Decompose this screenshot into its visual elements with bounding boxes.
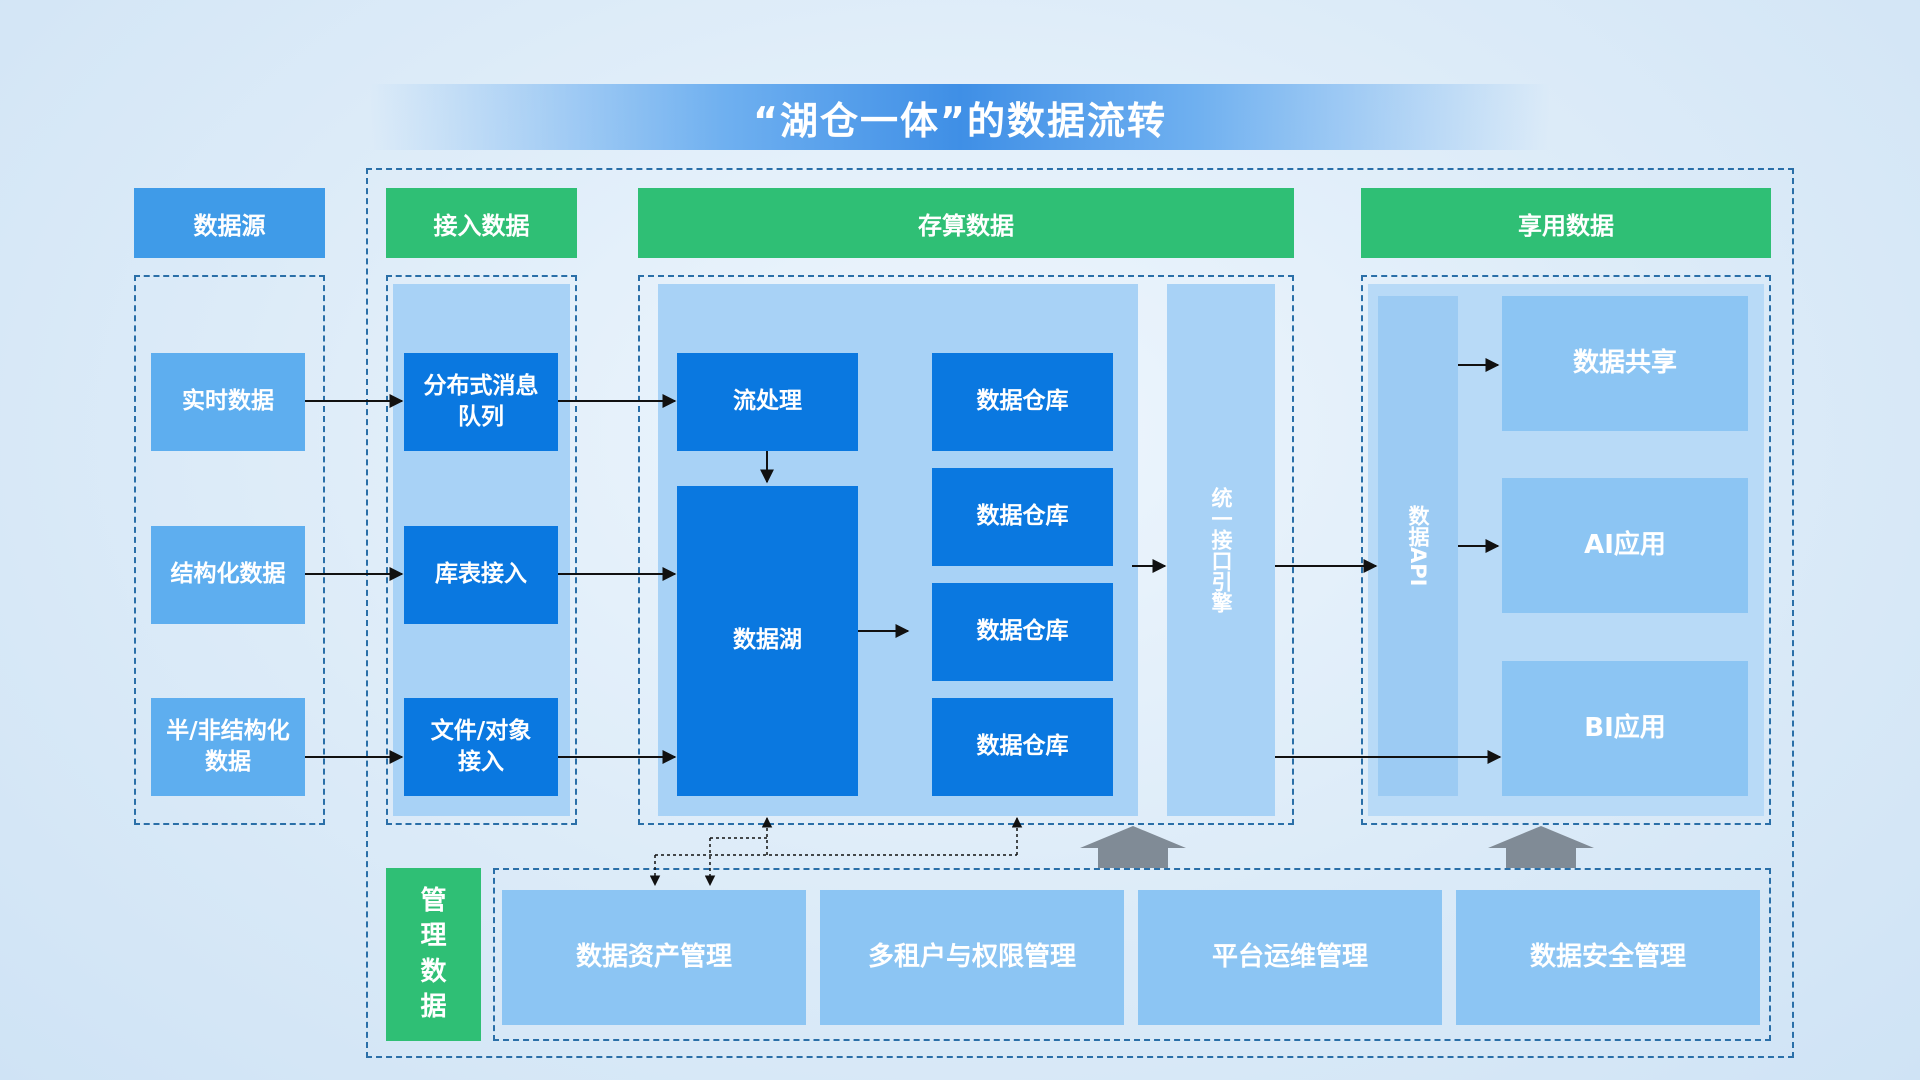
- header-manage: 管理数据: [386, 868, 481, 1041]
- source-realtime: 实时数据: [151, 353, 305, 451]
- ingest-message-queue: 分布式消息队列: [404, 353, 558, 451]
- source-structured: 结构化数据: [151, 526, 305, 624]
- header-consume: 享用数据: [1361, 188, 1771, 258]
- source-semi-structured: 半/非结构化数据: [151, 698, 305, 796]
- consume-frame: [1361, 275, 1771, 825]
- source-frame: [134, 275, 325, 825]
- mgmt-platform-ops: 平台运维管理: [1138, 890, 1442, 1025]
- header-ingest: 接入数据: [386, 188, 577, 258]
- header-source: 数据源: [134, 188, 325, 258]
- mgmt-data-security: 数据安全管理: [1456, 890, 1760, 1025]
- outer-frame: [366, 168, 1794, 1058]
- header-storage: 存算数据: [638, 188, 1294, 258]
- warehouse-2: 数据仓库: [932, 468, 1113, 566]
- management-frame: [493, 868, 1771, 1041]
- app-bi: BI应用: [1502, 661, 1748, 796]
- stream-processing: 流处理: [677, 353, 858, 451]
- ingest-frame: [386, 275, 577, 825]
- warehouse-3: 数据仓库: [932, 583, 1113, 681]
- unified-interface-engine: 统一接口引擎: [1167, 284, 1275, 816]
- app-ai: AI应用: [1502, 478, 1748, 613]
- app-data-sharing: 数据共享: [1502, 296, 1748, 431]
- warehouse-4: 数据仓库: [932, 698, 1113, 796]
- mgmt-data-asset: 数据资产管理: [502, 890, 806, 1025]
- ingest-file-object: 文件/对象接入: [404, 698, 558, 796]
- data-lake: 数据湖: [677, 486, 858, 796]
- data-api: 数据API: [1378, 296, 1458, 796]
- page-title: “湖仓一体”的数据流转: [753, 98, 1167, 143]
- ingest-table: 库表接入: [404, 526, 558, 624]
- mgmt-tenant-permission: 多租户与权限管理: [820, 890, 1124, 1025]
- warehouse-1: 数据仓库: [932, 353, 1113, 451]
- storage-frame: [638, 275, 1294, 825]
- title-banner: “湖仓一体”的数据流转: [370, 84, 1550, 150]
